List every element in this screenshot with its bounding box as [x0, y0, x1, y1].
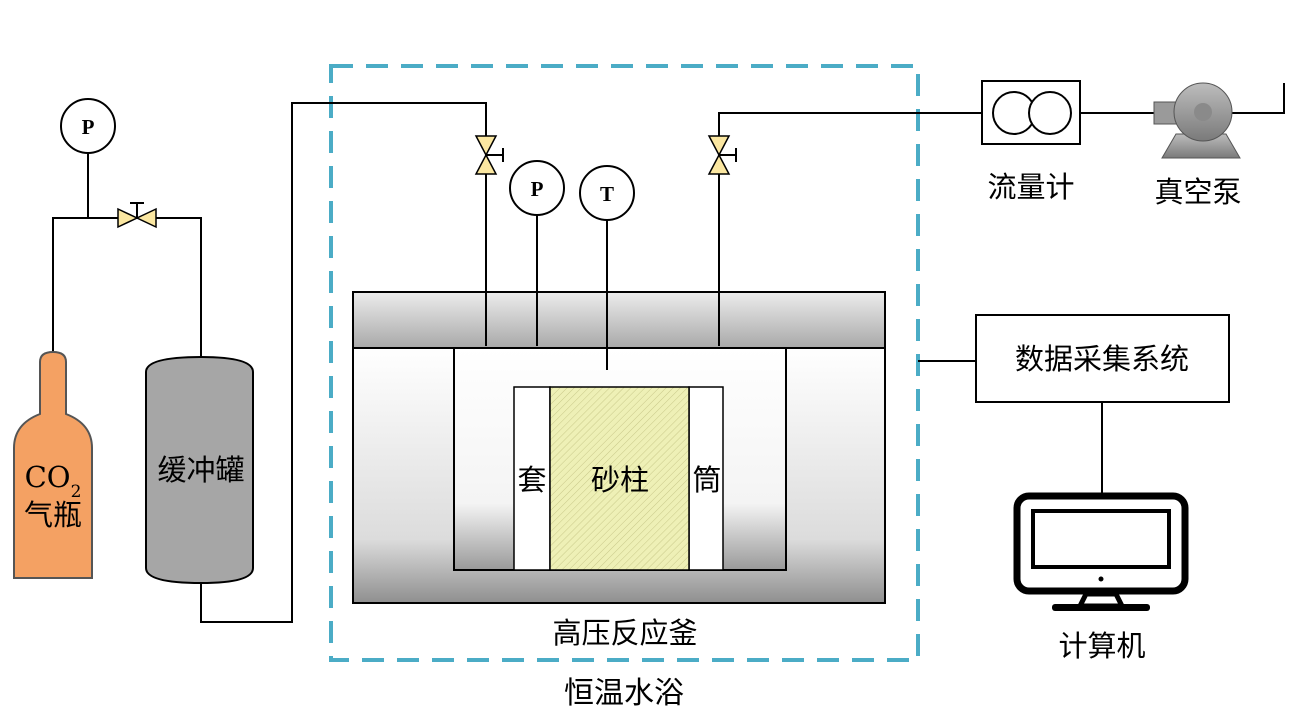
high-pressure-reactor: [352, 291, 886, 604]
sand-column-label: 砂柱: [591, 463, 649, 497]
flowmeter-label: 流量计: [987, 170, 1074, 204]
sand-column: [549, 386, 690, 571]
vacuum-pump: [1153, 82, 1241, 159]
valve-reactor-inlet: [474, 135, 504, 175]
reactor-temperature-gauge-label: T: [600, 182, 614, 206]
co2-bottle-label: 气瓶: [24, 498, 82, 532]
buffer-tank: [145, 355, 254, 585]
pipe-reactor-to-flowmeter: [718, 112, 982, 346]
pipe-co2-to-buffer: [52, 217, 202, 362]
co2-label-subscript: 2: [71, 482, 82, 502]
inlet-pressure-gauge: P: [60, 98, 116, 154]
reactor-label: 高压反应釜: [552, 616, 697, 650]
reactor-lid: [352, 291, 886, 349]
sleeve-left-label: 套: [517, 463, 546, 497]
computer-label: 计算机: [1058, 629, 1145, 663]
co2-label: CO2: [25, 460, 82, 502]
computer-monitor-icon: [1013, 492, 1189, 611]
buffer-tank-label: 缓冲罐: [157, 453, 244, 487]
valve-co2-line: [117, 202, 157, 229]
inlet-pressure-gauge-label: P: [82, 115, 95, 139]
data-acquisition-label: 数据采集系统: [1015, 342, 1189, 376]
data-acquisition-box: [975, 314, 1230, 403]
reactor-temperature-gauge: T: [579, 165, 635, 221]
reactor-pressure-gauge-label: P: [531, 177, 544, 201]
piping: [52, 83, 1285, 623]
water-bath-boundary: [329, 64, 920, 662]
pipe-pump-exhaust: [1231, 83, 1285, 114]
valve-reactor-outlet: [707, 135, 737, 175]
vacuum-pump-label: 真空泵: [1154, 175, 1241, 209]
flowmeter: [981, 80, 1081, 145]
sleeve-right-label: 筒: [692, 463, 721, 497]
water-bath-label: 恒温水浴: [564, 676, 684, 711]
co2-label-main: CO: [25, 460, 71, 494]
co2-cylinder-body: [13, 350, 93, 579]
co2-cylinder: [13, 350, 93, 579]
reactor-pressure-gauge: P: [509, 160, 565, 216]
